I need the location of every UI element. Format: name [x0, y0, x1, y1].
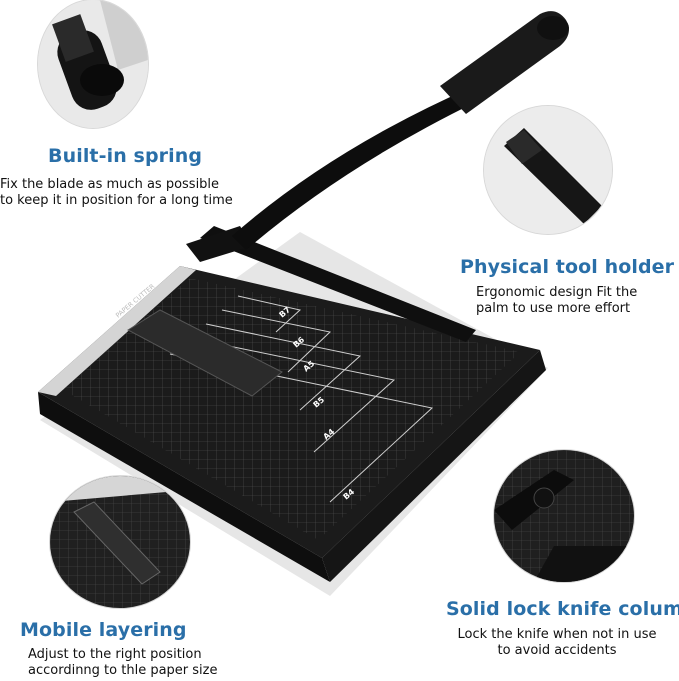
desc-line: Ergonomic design Fit the [476, 285, 638, 300]
metal-edge-strip [38, 266, 196, 396]
blade-handle-arm [232, 88, 480, 250]
desc-line: Adjust to the right position [28, 647, 202, 662]
size-guide-b7 [237, 295, 302, 333]
handle-grip [440, 11, 569, 114]
board-side-right [322, 350, 546, 582]
desc-line: Lock the knife when not in use [457, 627, 657, 642]
feature-title-mobile-layering: Mobile layering [20, 619, 187, 641]
desc-line: accordinng to thle paper size [28, 663, 218, 678]
sliding-guide-bar [127, 309, 283, 397]
feature-desc-mobile-layering: Adjust to the right position accordinng … [28, 647, 217, 679]
board-side-front [38, 392, 330, 582]
feature-title-solid-lock-knife-column: Solid lock knife column [446, 598, 679, 620]
feature-desc-physical-tool-holder: Ergonomic design Fit the palm to use mor… [476, 285, 637, 317]
size-guide-a5 [205, 323, 362, 411]
desc-line: Fix the blade as much as possible [0, 177, 220, 192]
desc-line: to keep it in position for a long time [0, 193, 233, 208]
size-guide-b6 [221, 309, 332, 373]
size-guide-b5 [189, 337, 396, 453]
desc-line: to avoid accidents [497, 643, 617, 658]
layering-closeup-photo [50, 476, 190, 608]
blade-arm [200, 226, 476, 342]
feature-title-built-in-spring: Built-in spring [48, 145, 203, 167]
feature-desc-solid-lock-knife-column: Lock the knife when not in use to avoid … [446, 627, 668, 659]
feature-desc-built-in-spring: Fix the blade as much as possible to kee… [0, 177, 233, 209]
handle-end-cap [537, 16, 569, 40]
lock-knife-closeup-photo [494, 450, 634, 582]
desc-line: palm to use more effort [476, 301, 631, 316]
handle-closeup-photo [484, 106, 612, 234]
feature-title-physical-tool-holder: Physical tool holder [460, 256, 675, 278]
spring-closeup-photo [38, 0, 148, 128]
